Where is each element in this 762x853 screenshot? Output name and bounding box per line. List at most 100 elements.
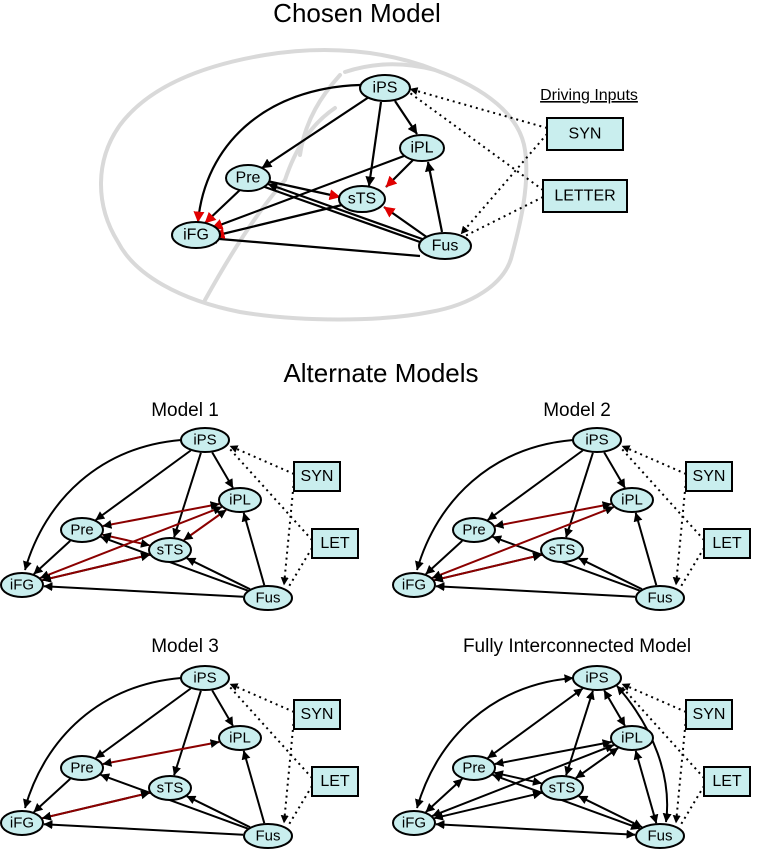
svg-text:iPS: iPS: [585, 432, 608, 449]
driving-syn-ips: [229, 445, 295, 475]
chosen-modulated-connections: [193, 83, 429, 239]
svg-text:Pre: Pre: [236, 170, 261, 187]
node-Pre: Pre: [225, 164, 271, 192]
node-iPS: iPS: [180, 665, 230, 691]
node-Pre: Pre: [452, 517, 496, 543]
edge-Fus-sTS: [578, 795, 643, 829]
alternate-models-title: Alternate Models: [283, 358, 478, 388]
driving-syn-fus: [460, 133, 548, 235]
input-syn: SYN: [685, 461, 733, 492]
driving-let-ips: [620, 685, 705, 779]
node-Fus: Fus: [635, 585, 685, 611]
svg-text:sTS: sTS: [549, 542, 576, 559]
driving-syn-fus: [672, 717, 687, 824]
svg-text:iPL: iPL: [621, 730, 643, 747]
model-3-title: Model 3: [151, 636, 219, 657]
edge-iPL-iFG: [431, 744, 615, 817]
edge-iPS-iFG: [415, 439, 574, 571]
svg-text:Fus: Fus: [255, 828, 280, 845]
svg-text:SYN: SYN: [693, 468, 726, 485]
svg-text:SYN: SYN: [693, 706, 726, 723]
edge-iPS-sTS: [172, 690, 202, 776]
panel-edges: [415, 674, 672, 839]
edge-Pre-iFG: [33, 778, 71, 813]
driving-syn-fus: [280, 717, 295, 824]
edge-iPS-iPL: [394, 100, 418, 135]
driving-syn-fus: [280, 479, 295, 586]
node-Pre: Pre: [452, 755, 496, 781]
svg-text:LET: LET: [320, 773, 350, 790]
model-panel-2: iPS iPL Pre sTS iFG Fus SYN LET: [392, 427, 751, 611]
fully-interconnected-title: Fully Interconnected Model: [463, 636, 691, 657]
svg-text:Fus: Fus: [432, 238, 459, 255]
svg-text:iFG: iFG: [402, 815, 426, 832]
svg-text:sTS: sTS: [157, 542, 184, 559]
svg-text:iPL: iPL: [410, 140, 433, 157]
svg-text:iPL: iPL: [229, 492, 251, 509]
node-iFG: iFG: [0, 810, 44, 836]
modulated-edge-Pre-sTS: [102, 532, 150, 548]
modulated-edge-sTS-iFG: [41, 552, 151, 583]
edge-Fus-iPL: [633, 512, 658, 586]
svg-text:SYN: SYN: [301, 468, 334, 485]
edge-iPS-iFG-mod: [193, 83, 361, 223]
svg-text:iFG: iFG: [183, 227, 209, 244]
edge-Fus-Pre: [100, 773, 249, 830]
edge-Fus-sTS: [186, 557, 251, 591]
driving-syn-fus: [672, 479, 687, 586]
svg-text:sTS: sTS: [157, 780, 184, 797]
modulated-edge-iPL-Pre: [102, 739, 220, 767]
edge-Fus-iFG: [435, 820, 636, 839]
input-let: LET: [311, 528, 359, 559]
edge-Fus-sTS-mod: [383, 206, 429, 239]
edge-sTS-iFG: [433, 790, 543, 821]
edge-iPL-sTS-mod: [385, 159, 414, 188]
input-let: LET: [703, 766, 751, 797]
node-iFG: iFG: [0, 572, 44, 598]
panel-driving-inputs: [228, 445, 313, 589]
driving-let-ips: [228, 447, 313, 541]
chosen-fixed-connections: [207, 96, 444, 258]
node-iPL: iPL: [399, 134, 445, 162]
svg-text:sTS: sTS: [549, 780, 576, 797]
node-Fus: Fus: [243, 823, 293, 849]
edge-iPS-iPL: [211, 689, 234, 727]
node-iFG: iFG: [392, 810, 436, 836]
edge-Fus-iPL: [424, 161, 444, 233]
svg-text:LET: LET: [320, 535, 350, 552]
svg-text:iPS: iPS: [373, 80, 398, 97]
node-iPS: iPS: [572, 665, 622, 691]
chosen-nodes: iPS iPL Pre sTS iFG Fus: [171, 74, 472, 260]
edge-Fus-sTS: [578, 557, 643, 591]
input-syn: SYN: [546, 117, 624, 151]
node-Pre: Pre: [60, 755, 104, 781]
svg-text:Pre: Pre: [70, 522, 93, 539]
input-let: LET: [311, 766, 359, 797]
node-iFG: iFG: [392, 572, 436, 598]
svg-text:Pre: Pre: [70, 760, 93, 777]
svg-text:iPL: iPL: [621, 492, 643, 509]
node-sTS: sTS: [148, 775, 192, 801]
input-letter: LETTER: [542, 179, 628, 213]
edge-iPS-Pre: [261, 96, 370, 169]
edge-iPS-iFG: [23, 439, 182, 571]
svg-text:LET: LET: [712, 535, 742, 552]
edge-Fus-Pre: [267, 182, 426, 242]
node-iPL: iPL: [610, 487, 654, 513]
driving-let-fus: [287, 785, 313, 827]
chosen-model-title: Chosen Model: [273, 0, 441, 28]
edge-Pre-Fus: [261, 184, 421, 244]
driving-let-ips: [228, 685, 313, 779]
edge-Fus-iFG: [435, 582, 636, 598]
edge-Fus-iFG: [207, 233, 421, 258]
node-iFG: iFG: [171, 221, 221, 249]
driving-letter-fus: [464, 196, 544, 237]
edge-iPS-sTS: [365, 101, 383, 187]
svg-text:iFG: iFG: [10, 577, 34, 594]
svg-text:iPS: iPS: [585, 670, 608, 687]
panel-driving-inputs: [620, 445, 705, 589]
model-1-title: Model 1: [151, 400, 219, 421]
svg-text:Pre: Pre: [462, 522, 485, 539]
